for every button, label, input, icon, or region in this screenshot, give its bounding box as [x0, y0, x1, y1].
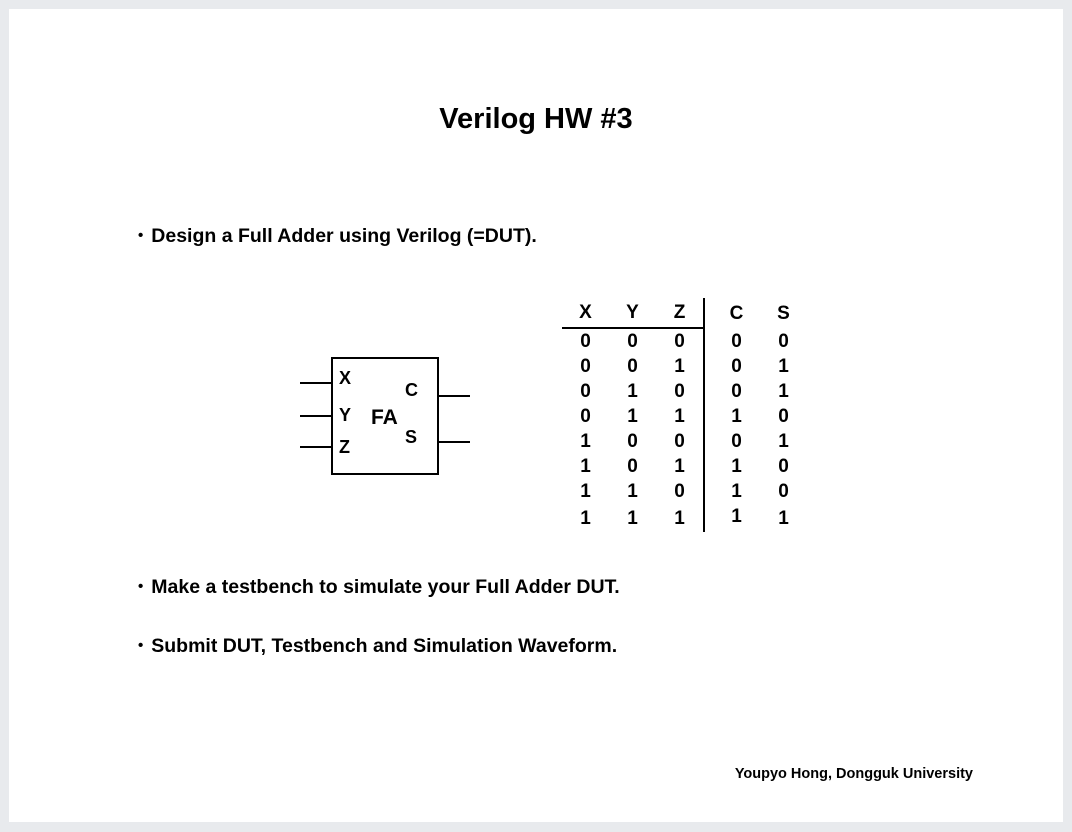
truth-table: X Y Z C S 0 0 0 0 0 0 0 1: [562, 298, 812, 534]
output-wire-c: [438, 395, 470, 397]
column-header-x: X: [562, 298, 609, 329]
bullet-item-testbench: • Make a testbench to simulate your Full …: [138, 576, 620, 599]
cell-s: 1: [778, 431, 789, 452]
port-label-s: S: [405, 427, 418, 447]
cell-y: 1: [627, 406, 638, 427]
port-label-c: C: [405, 380, 418, 400]
table-row: 0 1 1 1 0: [562, 404, 807, 429]
cell-y: 1: [627, 381, 638, 402]
cell-z: 1: [674, 406, 685, 427]
cell-s: 1: [778, 381, 789, 402]
table-row: 0 0 0 0 0: [562, 328, 807, 354]
cell-x: 1: [580, 431, 591, 452]
cell-c: 1: [703, 479, 760, 504]
cell-z: 1: [674, 507, 685, 529]
block-label-fa: FA: [371, 406, 398, 429]
column-header-c: C: [703, 298, 760, 328]
cell-z: 1: [674, 356, 685, 377]
cell-y: 1: [627, 507, 638, 529]
cell-c: 0: [703, 429, 760, 454]
footer-attribution: Youpyo Hong, Dongguk University: [734, 766, 973, 782]
table-row: 0 0 1 0 1: [562, 354, 807, 379]
table-row: 1 1 1 1 1: [562, 504, 807, 532]
input-wire-z: [300, 446, 332, 448]
bullet-text: Design a Full Adder using Verilog (=DUT)…: [151, 225, 537, 247]
cell-c: 1: [703, 504, 760, 532]
bullet-marker-icon: •: [138, 637, 144, 654]
cell-s: 0: [778, 481, 789, 502]
bullet-item-submit: • Submit DUT, Testbench and Simulation Wa…: [138, 635, 617, 658]
cell-s: 0: [778, 330, 789, 352]
table-row: 1 1 0 1 0: [562, 479, 807, 504]
bullet-item-design: • Design a Full Adder using Verilog (=DUT…: [138, 225, 537, 248]
cell-z: 0: [674, 331, 685, 352]
cell-c: 0: [703, 354, 760, 379]
column-header-s: S: [777, 302, 790, 324]
cell-s: 1: [778, 356, 789, 377]
cell-y: 0: [627, 356, 638, 377]
truth-table-body: 0 0 0 0 0 0 0 1 0 1 0 1 0 0: [562, 328, 807, 532]
cell-z: 1: [674, 456, 685, 477]
truth-table-grid: X Y Z C S 0 0 0 0 0 0 0 1: [562, 298, 807, 532]
full-adder-box: [331, 357, 439, 475]
cell-x: 1: [580, 507, 591, 529]
port-label-x: X: [339, 368, 352, 388]
cell-x: 1: [580, 456, 591, 477]
bullet-marker-icon: •: [138, 227, 144, 244]
cell-x: 0: [580, 356, 591, 377]
full-adder-block-diagram: X Y Z C S FA: [291, 349, 471, 489]
cell-x: 1: [580, 481, 591, 502]
cell-x: 0: [580, 381, 591, 402]
column-header-z: Z: [656, 298, 704, 329]
table-row: 0 1 0 0 1: [562, 379, 807, 404]
bullet-marker-icon: •: [138, 578, 144, 595]
cell-c: 1: [703, 454, 760, 479]
output-wire-s: [438, 441, 470, 443]
cell-z: 0: [674, 431, 685, 452]
cell-y: 0: [627, 456, 638, 477]
page-title: Verilog HW #3: [439, 103, 633, 135]
port-label-z: Z: [339, 437, 350, 457]
truth-table-head: X Y Z C S: [562, 298, 807, 329]
truth-table-header-row: X Y Z C S: [562, 298, 807, 329]
cell-c: 0: [703, 379, 760, 404]
cell-y: 0: [627, 431, 638, 452]
cell-z: 0: [674, 481, 685, 502]
cell-c: 0: [703, 328, 760, 354]
column-header-y: Y: [609, 298, 656, 329]
cell-x: 0: [580, 406, 591, 427]
cell-s: 1: [778, 507, 789, 529]
cell-y: 1: [627, 481, 638, 502]
cell-s: 0: [778, 406, 789, 427]
table-row: 1 0 1 1 0: [562, 454, 807, 479]
table-row: 1 0 0 0 1: [562, 429, 807, 454]
cell-s: 0: [778, 456, 789, 477]
input-wire-x: [300, 382, 332, 384]
bullet-text: Make a testbench to simulate your Full A…: [151, 576, 620, 598]
cell-z: 0: [674, 381, 685, 402]
input-wire-y: [300, 415, 332, 417]
cell-c: 1: [703, 404, 760, 429]
slide-canvas: Verilog HW #3 • Design a Full Adder using…: [9, 9, 1063, 822]
port-label-y: Y: [339, 405, 352, 425]
bullet-text: Submit DUT, Testbench and Simulation Wav…: [151, 635, 618, 657]
cell-x: 0: [580, 331, 591, 352]
cell-y: 0: [627, 331, 638, 352]
